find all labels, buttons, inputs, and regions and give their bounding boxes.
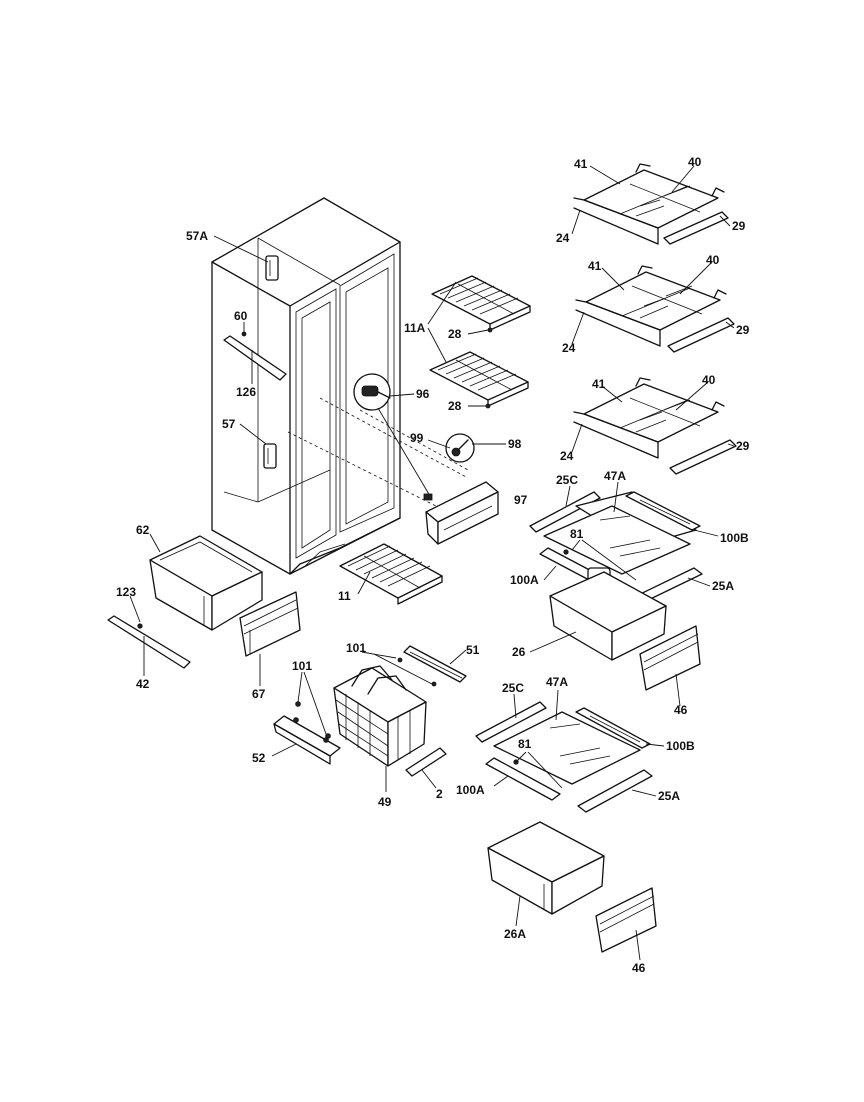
label-11: 11 [338, 589, 351, 603]
label-41-b: 41 [588, 259, 602, 273]
label-29-a: 29 [732, 219, 746, 233]
refrigerator-cabinet [211, 197, 469, 575]
label-24-a: 24 [556, 231, 570, 245]
label-47A-a: 47A [604, 469, 626, 483]
label-25C-b: 25C [502, 681, 524, 695]
part-labels: 57A 60 126 57 62 123 42 67 11A 28 28 96 … [116, 155, 750, 975]
drawer-front-67 [239, 591, 301, 657]
label-123: 123 [116, 585, 136, 599]
wire-shelf-11 [339, 543, 443, 605]
label-28-lower: 28 [448, 399, 462, 413]
label-57A: 57A [186, 229, 208, 243]
label-67: 67 [252, 687, 266, 701]
label-26: 26 [512, 645, 526, 659]
label-24-b: 24 [562, 341, 576, 355]
bracket-57 [263, 443, 277, 469]
drawer-front-46-b [595, 887, 657, 953]
wire-shelf-11A-upper [431, 275, 531, 333]
label-100B-a: 100B [720, 531, 749, 545]
label-126: 126 [236, 385, 256, 399]
label-40-a: 40 [688, 155, 702, 169]
label-46-a: 46 [674, 703, 688, 717]
label-24-c: 24 [560, 449, 574, 463]
label-60: 60 [234, 309, 248, 323]
drawer-front-46-a [639, 625, 701, 691]
label-101-top: 101 [346, 641, 366, 655]
label-62: 62 [136, 523, 150, 537]
bracket-57A [265, 255, 279, 281]
label-25C-a: 25C [556, 473, 578, 487]
rail-52 [273, 715, 341, 765]
label-100B-b: 100B [666, 739, 695, 753]
glass-shelf-assembly-2 [575, 265, 735, 353]
screw-101-b [431, 681, 437, 687]
label-51: 51 [466, 643, 480, 657]
label-49: 49 [378, 795, 392, 809]
label-42: 42 [136, 677, 150, 691]
label-40-c: 40 [702, 373, 716, 387]
label-81-a: 81 [570, 527, 584, 541]
rail-51 [403, 645, 467, 683]
label-81-b: 81 [518, 737, 532, 751]
label-101-left: 101 [292, 659, 312, 673]
rail-42 [107, 615, 191, 669]
glass-shelf-assembly-1 [573, 163, 729, 245]
label-96: 96 [416, 387, 430, 401]
label-46-b: 46 [632, 961, 646, 975]
label-26A: 26A [504, 927, 526, 941]
clip-2 [405, 747, 447, 777]
label-99: 99 [410, 431, 424, 445]
label-100A-a: 100A [510, 573, 539, 587]
label-2: 2 [436, 787, 443, 801]
label-47A-b: 47A [546, 675, 568, 689]
screw-101-c [295, 701, 301, 707]
screw-101-a [397, 657, 403, 663]
label-98: 98 [508, 437, 522, 451]
leader-lines [129, 165, 735, 961]
label-25A-a: 25A [712, 579, 734, 593]
wire-shelf-11A-lower [429, 351, 529, 409]
detail-circle-98 [445, 433, 475, 463]
crisper-assembly-2 [475, 701, 653, 813]
crisper-cover-97 [423, 481, 499, 545]
label-40-b: 40 [706, 253, 720, 267]
label-25A-b: 25A [658, 789, 680, 803]
detail-circle-96 [353, 373, 431, 497]
label-11A: 11A [404, 321, 426, 335]
crisper-assembly-1 [529, 491, 703, 661]
label-97: 97 [514, 493, 528, 507]
label-29-c: 29 [736, 439, 750, 453]
drawer-62 [149, 535, 263, 631]
label-57: 57 [222, 417, 236, 431]
drawer-26A [487, 821, 605, 915]
label-29-b: 29 [736, 323, 750, 337]
wire-basket-49 [333, 665, 427, 767]
glass-shelf-assembly-3 [573, 377, 737, 475]
label-28-upper: 28 [448, 327, 462, 341]
screw-101-d [325, 733, 331, 739]
label-100A-b: 100A [456, 783, 485, 797]
label-52: 52 [252, 751, 266, 765]
label-41-a: 41 [574, 157, 588, 171]
label-41-c: 41 [592, 377, 606, 391]
